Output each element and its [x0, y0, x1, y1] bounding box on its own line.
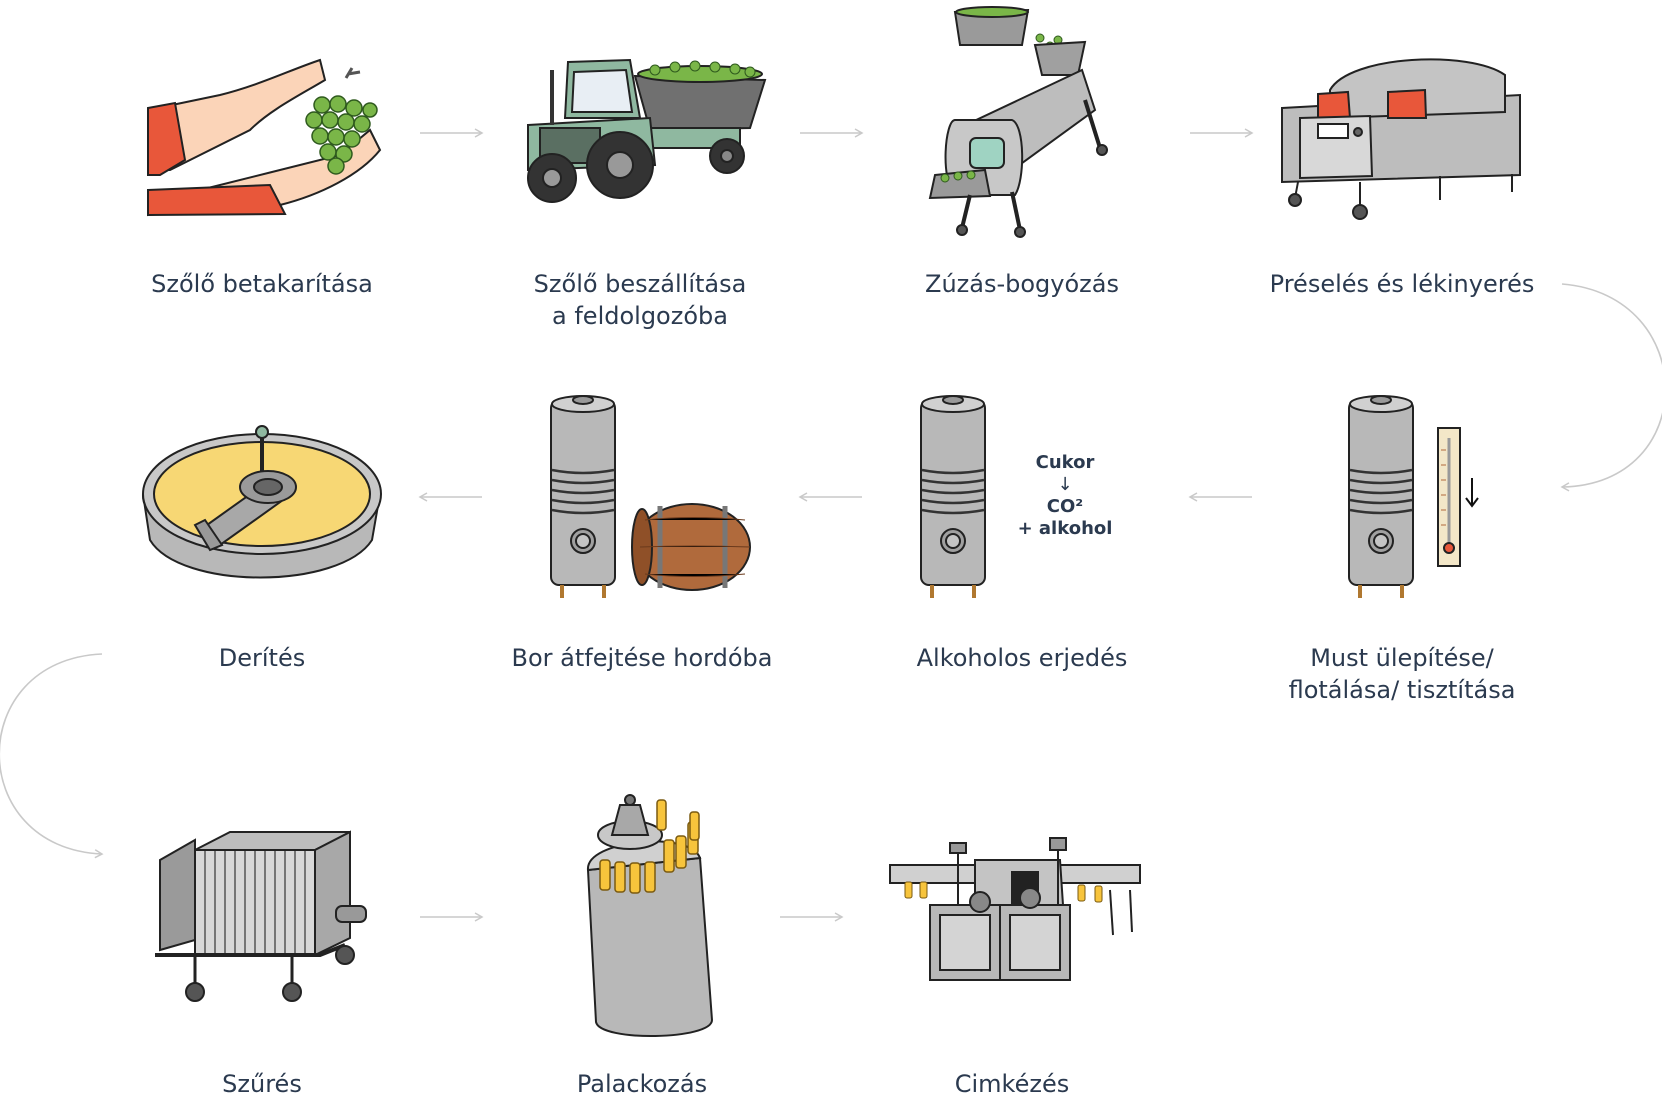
formula-arrow: ↓: [1057, 474, 1073, 495]
settling-illustration: [1348, 395, 1479, 598]
formula-alcohol: + alkohol: [1017, 518, 1113, 539]
press-illustration: [1281, 58, 1521, 220]
step-label-filtering: Szűrés: [222, 1070, 302, 1098]
step-label-pressing: Préselés és lékinyerés: [1269, 270, 1535, 298]
filter-illustration: [155, 830, 367, 1002]
step-label-racking: Bor átfejtése hordóba: [511, 644, 773, 672]
fermentation-tank-illustration: [920, 395, 986, 598]
tractor-illustration: [527, 58, 767, 203]
crusher-illustration: [928, 6, 1108, 238]
harvest-illustration: [147, 58, 382, 217]
step-label-labeling: Cimkézés: [954, 1070, 1070, 1098]
racking-illustration: [550, 395, 751, 598]
arrow-curve-left: [0, 653, 104, 859]
step-label-fining: Derítés: [218, 644, 306, 672]
step-label-bottling: Palackozás: [576, 1070, 708, 1098]
formula-co2: CO²: [1046, 496, 1084, 517]
step-label-delivery: Szőlő beszállítása a feldolgozóba: [533, 270, 747, 330]
bottling-illustration: [586, 794, 714, 1038]
flow-arrows: [0, 128, 1662, 922]
step-label-harvest: Szőlő betakarítása: [151, 270, 373, 298]
step-label-settling: Must ülepítése/ flotálása/ tisztítása: [1288, 644, 1516, 704]
fermentation-formula: Cukor ↓ CO² + alkohol: [995, 452, 1135, 540]
step-label-crushing: Zúzás-bogyózás: [925, 270, 1119, 298]
step-label-fermentation: Alkoholos erjedés: [916, 644, 1128, 672]
formula-sugar: Cukor: [1035, 452, 1095, 473]
labeling-machine-illustration: [889, 837, 1141, 981]
arrow-curve-right: [1560, 283, 1662, 492]
fining-tank-illustration: [141, 425, 382, 579]
